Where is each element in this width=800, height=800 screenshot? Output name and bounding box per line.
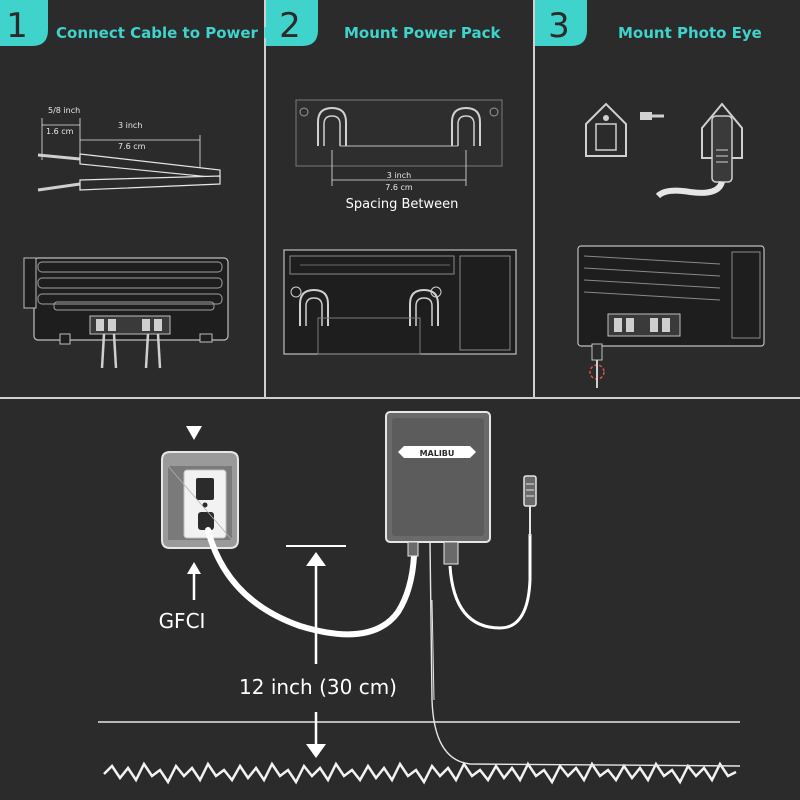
mount-template: 3 inch 7.6 cm Spacing Between — [295, 99, 503, 212]
strip-length-cm: 1.6 cm — [46, 127, 74, 136]
spacing-inch: 3 inch — [387, 171, 411, 180]
step-1-badge — [0, 0, 48, 46]
step-1-header: 1 Connect Cable to Power Pack — [0, 0, 304, 46]
gfci-label: GFCI — [159, 609, 206, 633]
cable-strip-diagram: 5/8 inch 1.6 cm 3 inch 7.6 cm — [37, 106, 221, 192]
power-cord — [205, 527, 417, 638]
brand-label: MALIBU — [420, 449, 455, 458]
step-3-header: 3 Mount Photo Eye — [535, 0, 762, 46]
plug-head — [198, 512, 214, 530]
cable-jacket-bottom — [79, 175, 221, 191]
step-3-number: 3 — [548, 6, 570, 46]
step-2-title: Mount Power Pack — [344, 24, 502, 42]
step-1-number: 1 — [6, 6, 28, 46]
step-3-title: Mount Photo Eye — [618, 24, 762, 42]
up-arrow-icon — [187, 562, 201, 600]
spacing-caption: Spacing Between — [346, 197, 459, 212]
low-voltage-cable — [429, 541, 741, 767]
grass-ground — [103, 761, 737, 785]
power-pack-back — [283, 249, 517, 355]
spacing-cm: 7.6 cm — [385, 183, 413, 192]
height-label: 12 inch (30 cm) — [239, 675, 397, 699]
power-pack: MALIBU — [385, 411, 491, 565]
step-1-title: Connect Cable to Power Pack — [56, 24, 304, 42]
photo-eye-plug — [523, 475, 537, 536]
photo-eye-cable — [448, 534, 532, 630]
photo-eye-sensor — [655, 102, 743, 199]
height-dimension — [286, 545, 346, 758]
bare-wire-bottom — [37, 182, 81, 192]
photo-eye-bracket — [585, 102, 627, 157]
split-length-cm: 7.6 cm — [118, 142, 146, 151]
strip-length-inch: 5/8 inch — [48, 106, 80, 115]
split-length-inch: 3 inch — [118, 121, 142, 130]
step-3-badge — [535, 0, 587, 46]
panel-dividers — [0, 0, 800, 399]
screw-icon — [640, 112, 664, 120]
down-arrow-icon — [186, 426, 202, 440]
bare-wire-top — [37, 153, 81, 161]
brand-badge — [398, 446, 476, 458]
gfci-outlet — [161, 451, 239, 549]
step-2-header: 2 Mount Power Pack — [266, 0, 502, 46]
step-2-number: 2 — [279, 6, 301, 46]
step-2-badge — [266, 0, 318, 46]
power-pack-terminals-step1 — [23, 257, 229, 369]
power-pack-step3 — [577, 245, 765, 388]
